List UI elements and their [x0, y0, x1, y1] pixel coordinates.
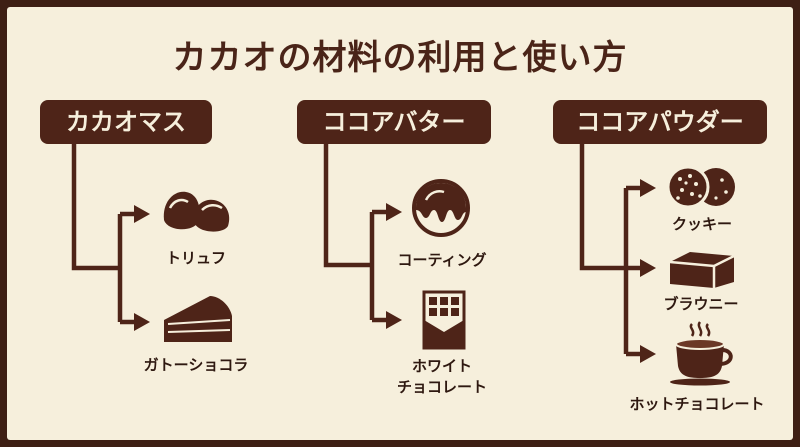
connector-trunk-cocoa-butter	[323, 144, 372, 268]
item-label-gateau-chocolat: ガトーショコラ	[143, 356, 249, 374]
item-label-white-chocolate-line2: チョコレート	[396, 378, 487, 396]
connector-trunk-cocoa-powder	[579, 144, 626, 271]
item-label-white-chocolate-line1: ホワイト	[411, 357, 472, 375]
diagram-title: カカオの材料の利用と使い方	[172, 38, 628, 78]
item-label-truffle: トリュフ	[165, 249, 226, 267]
coated-bonbon-icon	[412, 179, 470, 237]
cake-slice-icon	[164, 296, 232, 342]
item-label-coating: コーティング	[397, 251, 487, 269]
connector-trunk-cacao-mass	[71, 144, 120, 271]
category-cocoa-butter: ココアバター	[297, 100, 491, 144]
category-cacao-mass: カカオマス	[40, 100, 212, 144]
arrow-head	[640, 179, 656, 197]
item-label-hot-chocolate: ホットチョコレート	[629, 395, 765, 413]
arrow-head	[640, 345, 656, 363]
arrow-head	[640, 259, 656, 277]
arrow-head	[386, 203, 402, 221]
hot-chocolate-cup-icon	[670, 321, 733, 386]
arrow-head	[134, 313, 150, 331]
item-label-cookies: クッキー	[671, 215, 732, 233]
diagram-frame	[7, 7, 793, 440]
brownie-icon	[669, 252, 735, 288]
arrow-head	[386, 311, 402, 329]
truffle-icon	[163, 191, 230, 232]
white-chocolate-bar-icon	[422, 290, 466, 350]
arrow-head	[134, 205, 150, 223]
cookies-icon	[666, 165, 735, 209]
item-label-brownie: ブラウニー	[663, 295, 739, 313]
category-cocoa-powder: ココアパウダー	[553, 100, 767, 144]
